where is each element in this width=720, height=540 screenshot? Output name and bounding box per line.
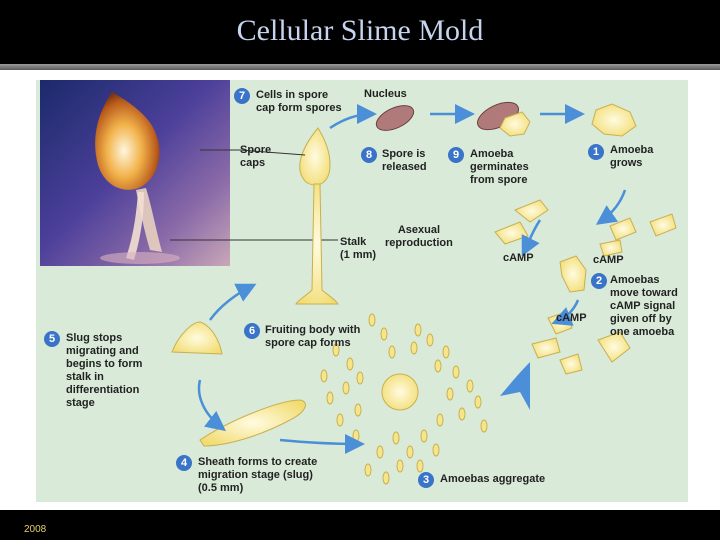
slide-title: Cellular Slime Mold	[236, 14, 484, 47]
fruiting-body-photo	[40, 80, 230, 266]
step-2-text: Amoebas move toward cAMP signal given of…	[610, 274, 678, 338]
nucleus-label: Nucleus	[364, 88, 407, 100]
step-7-text: Cells in spore cap form spores	[256, 89, 342, 114]
camp-label-2: cAMP	[593, 254, 624, 266]
emerging-amoeba	[499, 111, 531, 137]
camp-label-1: cAMP	[503, 252, 534, 264]
step-7-badge: 7	[234, 88, 250, 104]
aggregation-center	[320, 313, 488, 485]
cycle-arrows	[197, 104, 627, 454]
step-2-badge: 2	[591, 273, 607, 289]
step-1-badge: 1	[588, 144, 604, 160]
step-8-text: Spore is released	[382, 148, 427, 173]
step-6-badge: 6	[244, 323, 260, 339]
camp-label-3: cAMP	[556, 312, 587, 324]
amoeba-group-right	[599, 213, 677, 257]
spore-cell	[375, 105, 415, 131]
step-9-text: Amoeba germinates from spore	[470, 148, 529, 186]
growing-amoeba	[591, 103, 637, 137]
spore-caps-label: Spore caps	[240, 144, 272, 169]
step-1-text: Amoeba grows	[610, 144, 654, 169]
amoeba-group-left	[494, 199, 549, 245]
step-4-badge: 4	[176, 455, 192, 471]
stalk-label: Stalk (1 mm)	[340, 236, 377, 261]
step-3-badge: 3	[418, 472, 434, 488]
aggregation-arrow	[500, 362, 530, 410]
step-5-badge: 5	[44, 331, 60, 347]
step-9-badge: 9	[448, 147, 464, 163]
step-5-text: Slug stops migrating and begins to form …	[66, 332, 143, 409]
step-4-text: Sheath forms to create migration stage (…	[198, 456, 318, 494]
step-6-text: Fruiting body with spore cap forms	[265, 324, 361, 349]
center-label: Asexual reproduction	[385, 224, 453, 249]
step-3-text: Amoebas aggregate	[440, 473, 546, 485]
fruiting-body-drawing	[295, 127, 339, 305]
spore-caps-leader	[239, 149, 306, 156]
footer-bar	[0, 510, 720, 540]
step-8-badge: 8	[361, 147, 377, 163]
title-bar	[0, 0, 720, 66]
footer-year: 2008	[24, 524, 47, 535]
slug-mound	[171, 321, 223, 355]
migrating-slug	[199, 399, 306, 447]
title-divider	[0, 64, 720, 70]
